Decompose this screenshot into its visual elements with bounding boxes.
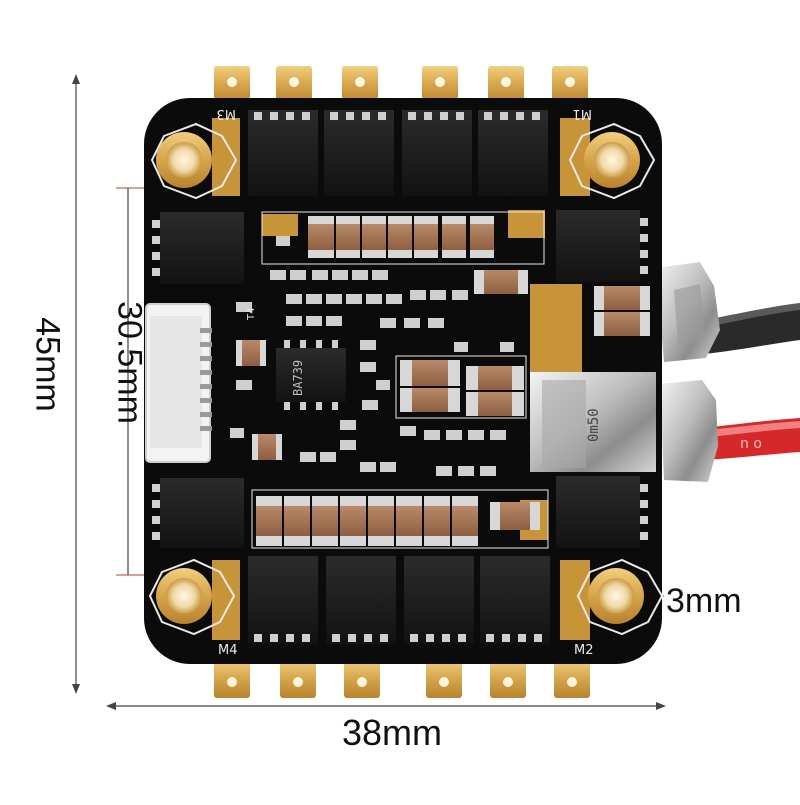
mounting-holes bbox=[148, 122, 664, 636]
svg-text:n o: n o bbox=[740, 436, 762, 452]
motor-label-m4: M4 bbox=[218, 643, 238, 658]
capacitors-middle bbox=[236, 270, 650, 460]
mosfets-bottom bbox=[248, 556, 550, 644]
mosfets-side bbox=[152, 210, 648, 548]
motor-label-m2: M2 bbox=[574, 643, 594, 658]
jst-connector bbox=[145, 303, 212, 463]
motor-pads-top bbox=[214, 66, 588, 104]
part-label-t4: T4 bbox=[246, 308, 257, 321]
driver-chip: BA739 bbox=[276, 340, 346, 410]
mosfets-top bbox=[248, 110, 548, 196]
smd-components bbox=[230, 236, 514, 476]
chip-marking: BA739 bbox=[291, 360, 305, 396]
hole-diameter-label: 3mm bbox=[666, 582, 742, 620]
shunt-marking: 0m50 bbox=[586, 408, 602, 442]
capacitors-bottom bbox=[256, 496, 540, 546]
silkscreen-labels: M3 M1 M4 M2 T4 bbox=[217, 106, 594, 658]
capacitors-top bbox=[308, 216, 494, 258]
shunt-resistor: 0m50 bbox=[530, 372, 656, 472]
motor-label-m3: M3 bbox=[217, 106, 237, 121]
motor-pads-bottom bbox=[214, 660, 590, 698]
height-dimension-label: 45mm bbox=[28, 317, 67, 412]
mount-spacing-label: 30.5mm bbox=[110, 301, 149, 424]
copper-areas bbox=[212, 118, 590, 640]
power-wires: n o bbox=[656, 262, 800, 482]
width-dimension-label: 38mm bbox=[341, 712, 443, 753]
motor-label-m1: M1 bbox=[573, 106, 593, 121]
